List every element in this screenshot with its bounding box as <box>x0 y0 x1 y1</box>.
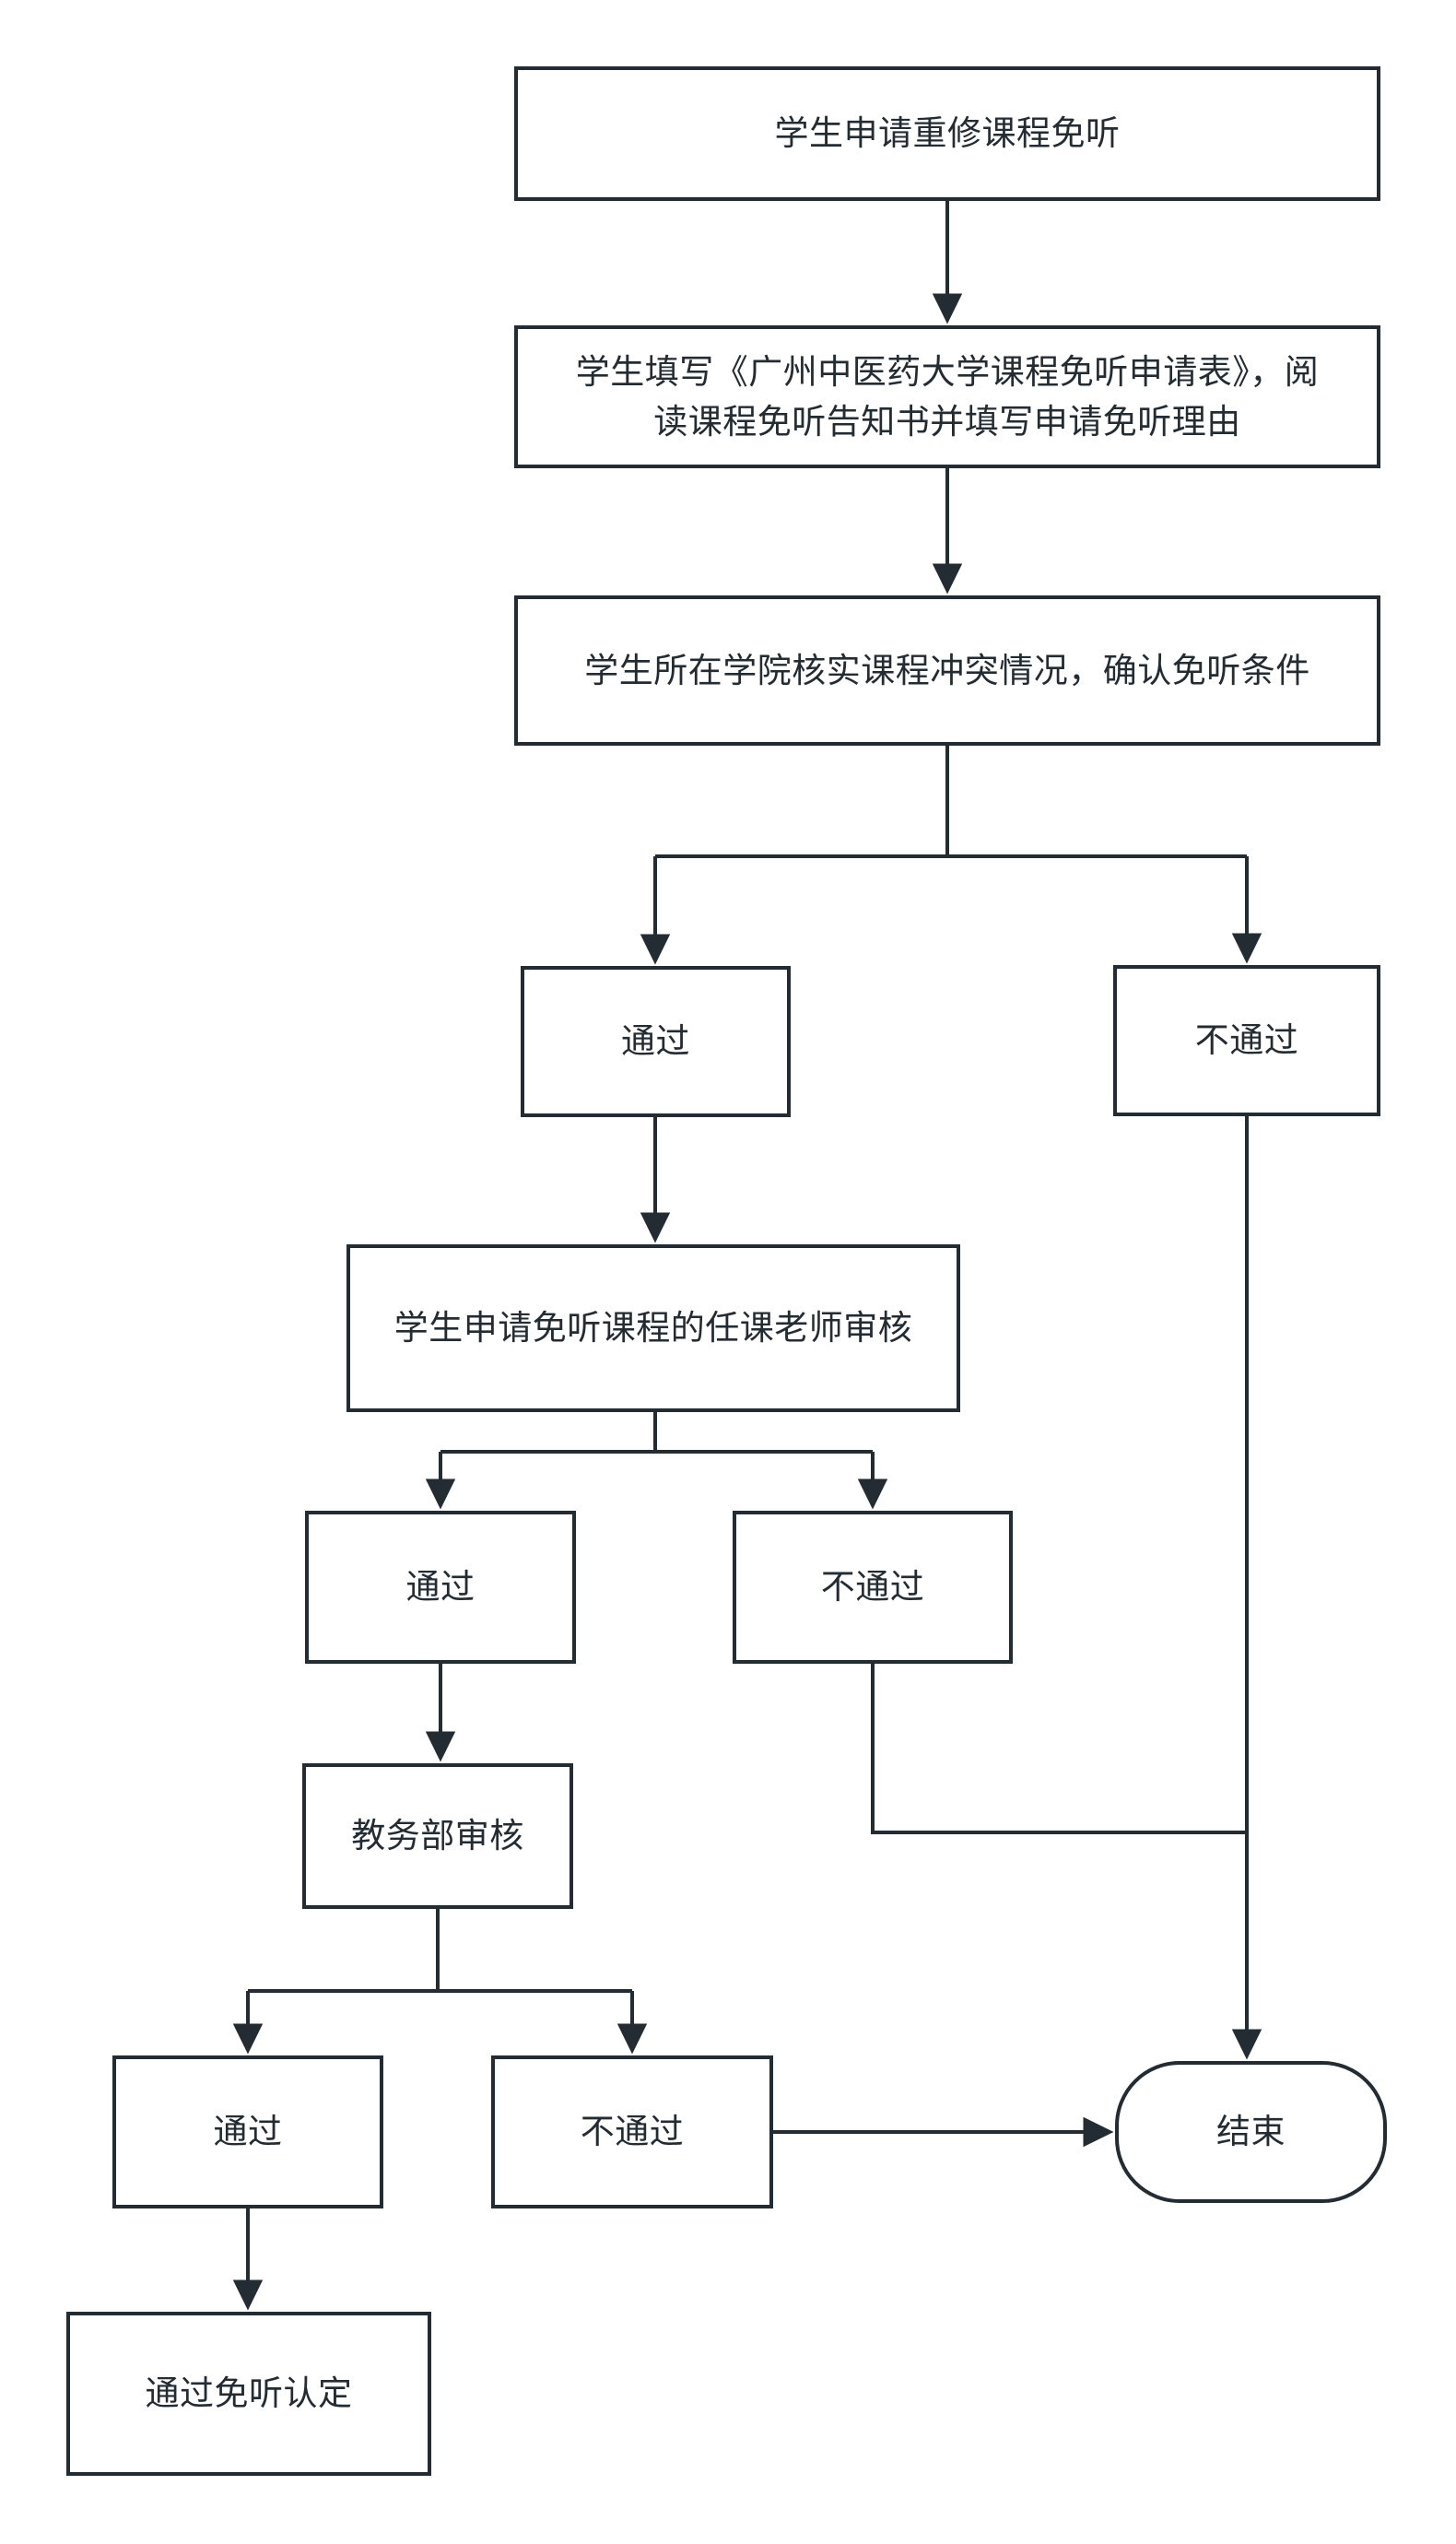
node-fail-3[interactable]: 不通过 <box>491 2055 773 2208</box>
node-approved[interactable]: 通过免听认定 <box>66 2312 431 2476</box>
node-pass-2-label: 通过 <box>405 1568 476 1607</box>
node-pass-1[interactable]: 通过 <box>521 966 791 1117</box>
node-pass-3-label: 通过 <box>213 2113 283 2151</box>
node-end-label: 结束 <box>1216 2113 1286 2151</box>
node-pass-2[interactable]: 通过 <box>305 1511 576 1664</box>
node-pass-1-label: 通过 <box>621 1022 690 1061</box>
node-fail-2[interactable]: 不通过 <box>733 1511 1013 1664</box>
node-pass-3[interactable]: 通过 <box>112 2055 383 2208</box>
node-fail-2-label: 不通过 <box>820 1568 925 1607</box>
node-approved-label: 通过免听认定 <box>145 2374 353 2413</box>
node-teacher-check-label: 学生申请免听课程的任课老师审核 <box>393 1309 913 1348</box>
node-start-label: 学生申请重修课程免听 <box>774 114 1121 153</box>
node-start[interactable]: 学生申请重修课程免听 <box>514 66 1380 201</box>
node-end[interactable]: 结束 <box>1115 2061 1387 2203</box>
node-fail-3-label: 不通过 <box>580 2113 685 2151</box>
node-fail-1-label: 不通过 <box>1194 1021 1299 1060</box>
node-college-check[interactable]: 学生所在学院核实课程冲突情况，确认免听条件 <box>514 595 1380 746</box>
node-teacher-check[interactable]: 学生申请免听课程的任课老师审核 <box>346 1244 960 1412</box>
node-fail-1[interactable]: 不通过 <box>1113 965 1380 1116</box>
edge-fail-2-to-end <box>871 1664 1247 1834</box>
node-college-check-label: 学生所在学院核实课程冲突情况，确认免听条件 <box>584 651 1310 689</box>
node-fill-form[interactable]: 学生填写《广州中医药大学课程免听申请表》，阅 读课程免听告知书并填写申请免听理由 <box>514 325 1380 468</box>
node-academic-affairs-review-label: 教务部审核 <box>351 1817 524 1855</box>
node-fill-form-label: 学生填写《广州中医药大学课程免听申请表》，阅 读课程免听告知书并填写申请免听理由 <box>575 352 1320 441</box>
node-academic-affairs-review[interactable]: 教务部审核 <box>302 1763 573 1909</box>
